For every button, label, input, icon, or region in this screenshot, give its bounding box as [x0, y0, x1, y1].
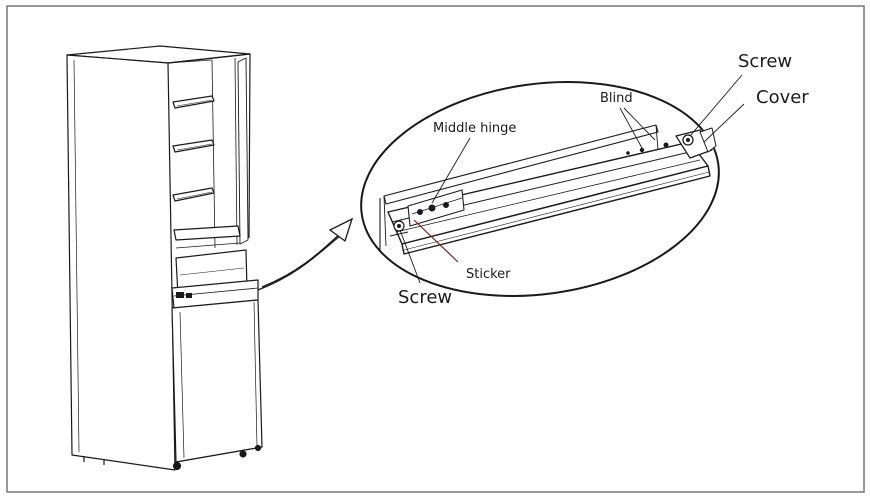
label-middle-hinge: Middle hinge	[433, 121, 517, 136]
label-screw-bottom: Screw	[398, 287, 453, 308]
refrigerator-drawing	[66, 45, 263, 471]
label-sticker: Sticker	[466, 267, 511, 282]
label-screw-top: Screw	[738, 51, 793, 72]
label-blind: Blind	[600, 91, 633, 106]
leader-blind-a	[619, 107, 643, 149]
leader-middle-hinge	[431, 137, 471, 204]
leader-screw-bottom	[399, 229, 421, 284]
hinge-detail-drawing	[379, 124, 717, 255]
leader-cover	[703, 103, 745, 143]
pointer-arrow	[257, 217, 354, 291]
leader-blind-b	[623, 107, 656, 141]
leader-lines	[399, 74, 745, 284]
leader-sticker	[413, 219, 459, 263]
leader-screw-top	[689, 74, 743, 137]
label-cover: Cover	[756, 87, 809, 108]
